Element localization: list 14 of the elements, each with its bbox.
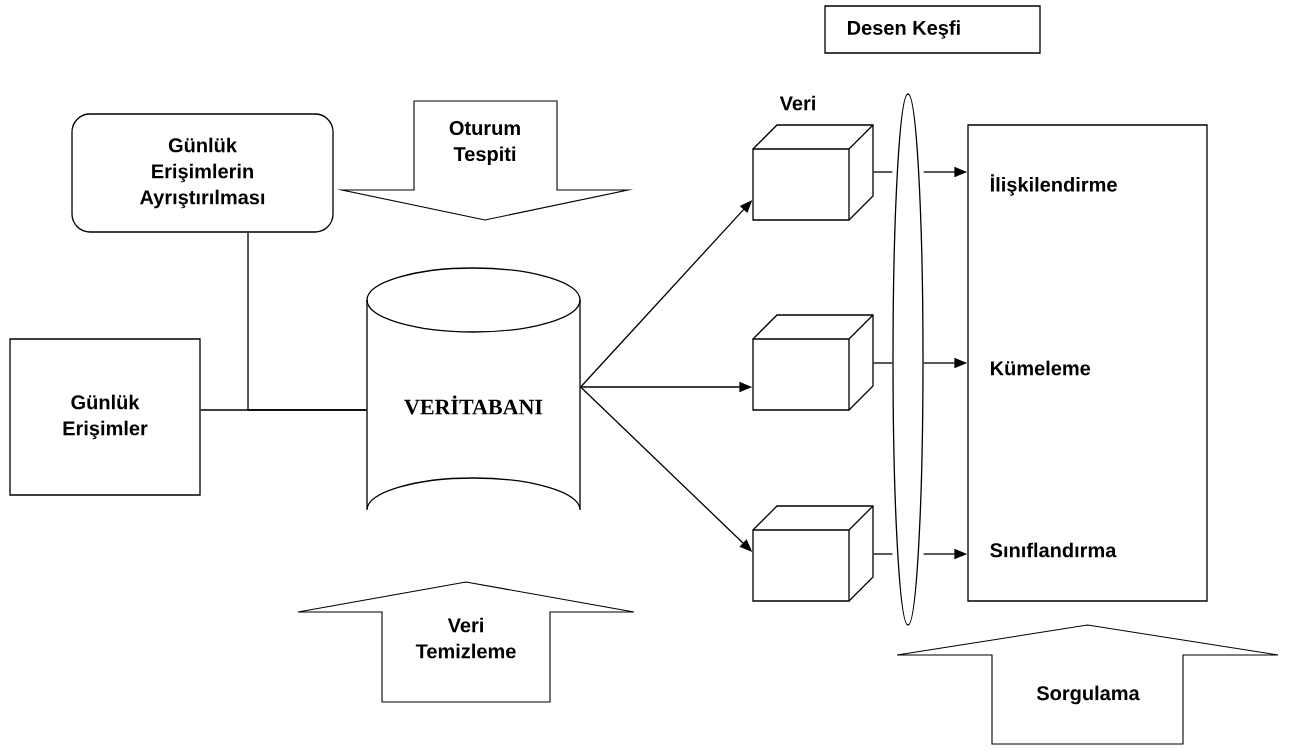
method-label: Sınıflandırma — [990, 542, 1117, 558]
connector-line — [873, 171, 893, 173]
cube — [752, 314, 874, 411]
connector-line — [873, 362, 893, 364]
label-box: Desen Keşfi — [824, 5, 1041, 54]
connector-line — [247, 232, 367, 411]
ellipse — [892, 93, 924, 626]
connector-line — [873, 553, 893, 555]
label-box: Günlük Erişimler — [9, 338, 201, 496]
caption-label: Veri — [779, 95, 815, 111]
database-cylinder: VERİTABANI — [366, 267, 581, 511]
method-label: Kümeleme — [991, 360, 1091, 376]
method-label: İlişkilendirme — [991, 174, 1117, 196]
cube — [752, 505, 874, 602]
